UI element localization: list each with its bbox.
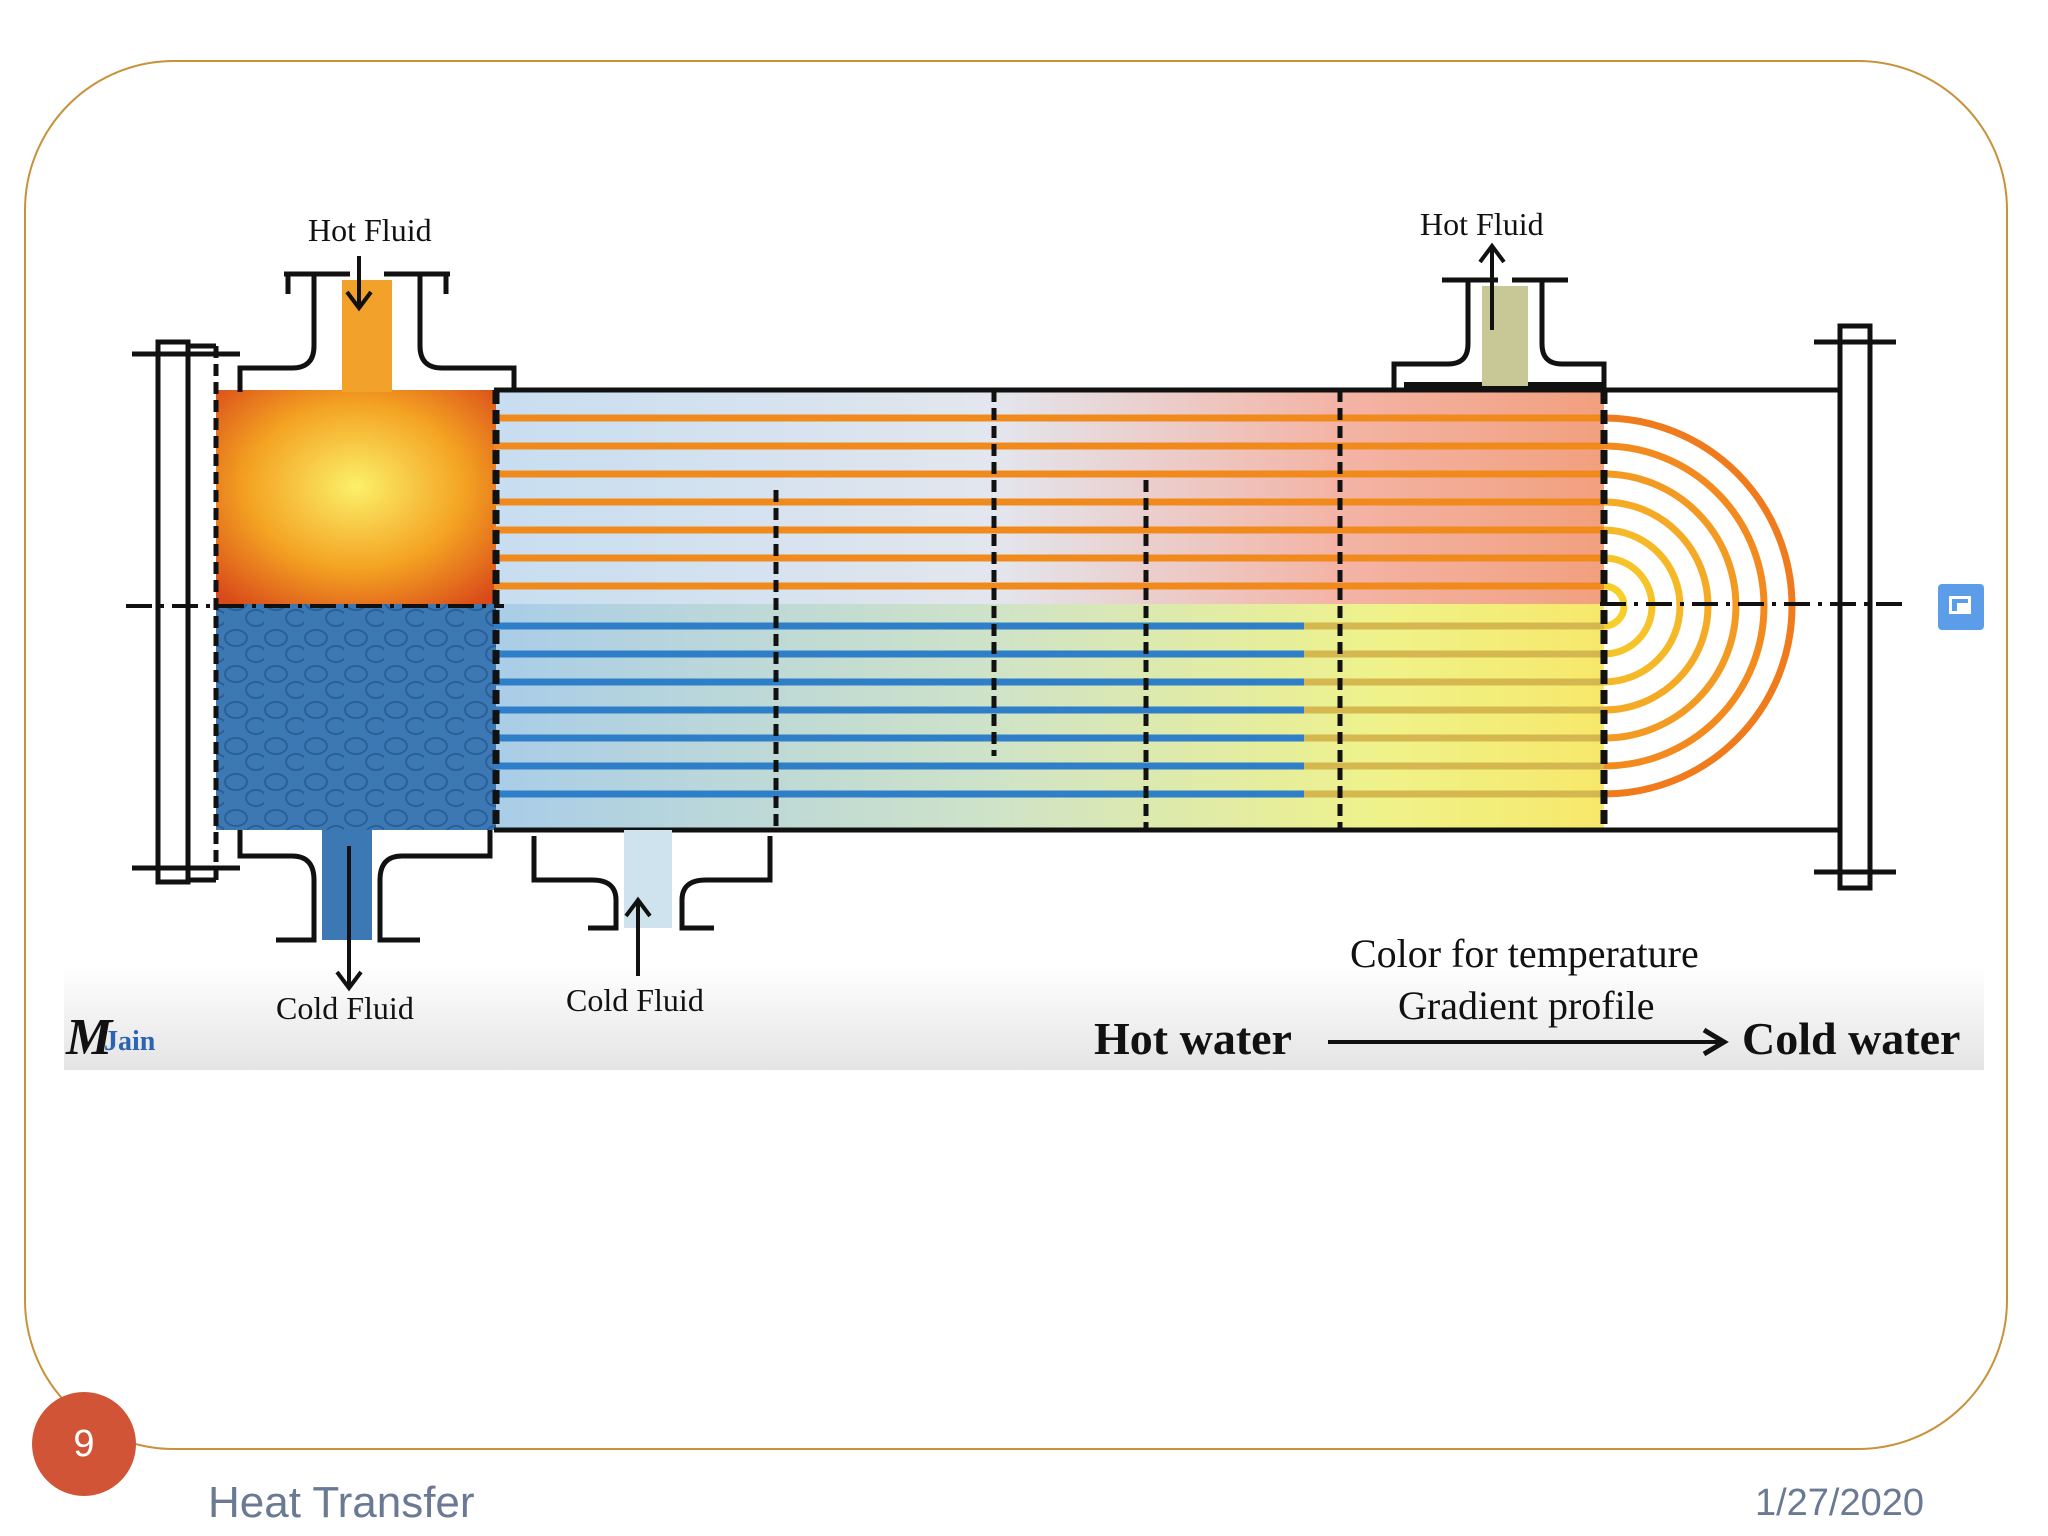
shell-hot-zone — [494, 390, 1604, 604]
footer-title: Heat Transfer — [208, 1478, 475, 1527]
slide-number-badge: 9 — [32, 1392, 136, 1496]
cold-fluid-inlet-label: Cold Fluid — [566, 982, 704, 1018]
baffle-plates — [773, 390, 1343, 830]
right-end-cover — [1814, 323, 1896, 891]
cold-fluid-outlet-label: Cold Fluid — [276, 990, 414, 1026]
legend-line-2: Gradient profile — [1398, 983, 1655, 1028]
heat-exchanger-figure: Hot Fluid Hot Fluid Cold Fluid Cold Flui… — [64, 196, 1984, 1070]
legend-line-1: Color for temperature — [1350, 931, 1699, 976]
cold-outlet-nozzle — [237, 830, 493, 943]
heat-exchanger-diagram — [126, 242, 1910, 1057]
expand-image-icon[interactable] — [1938, 584, 1984, 630]
hot-tubes — [494, 414, 1604, 590]
hot-fluid-outlet-label: Hot Fluid — [1420, 206, 1544, 242]
hot-inlet-nozzle — [237, 271, 517, 392]
footer-date: 1/27/2020 — [1754, 1482, 1924, 1524]
hot-water-label: Hot water — [1094, 1013, 1292, 1064]
flow-arrows — [335, 242, 1729, 1057]
cold-inlet-nozzle — [531, 830, 773, 931]
hot-fluid-inlet-label: Hot Fluid — [308, 212, 432, 248]
hot-head — [216, 390, 496, 604]
center-line — [126, 602, 1910, 608]
jain-watermark: M Jain — [66, 1009, 156, 1066]
cold-tubes-warm-end — [1304, 622, 1604, 798]
cold-head — [216, 604, 496, 830]
cold-water-label: Cold water — [1742, 1013, 1961, 1064]
baffles — [492, 390, 1608, 830]
slide-frame — [24, 60, 2008, 1450]
left-end-cover — [132, 339, 240, 885]
hot-outlet-nozzle — [1391, 277, 1607, 388]
